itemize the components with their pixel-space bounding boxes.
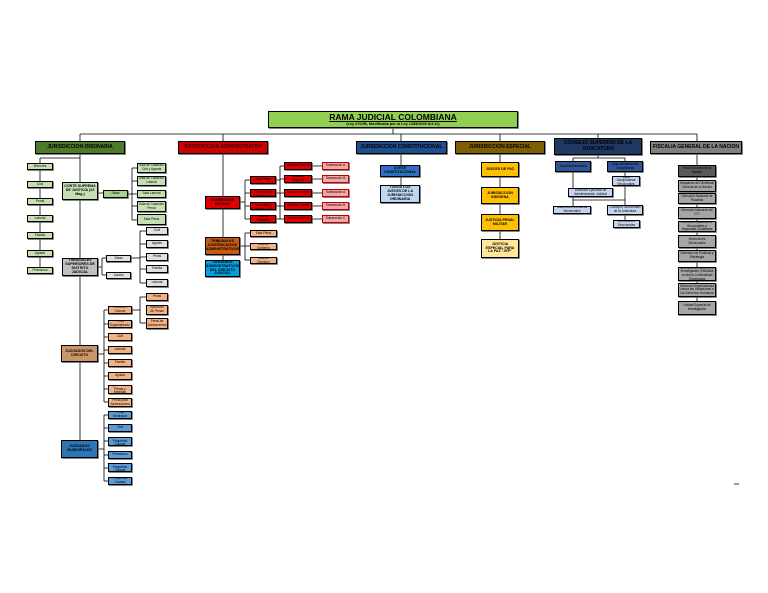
circuito-penal-box: Penal <box>146 293 168 301</box>
tribunales-sub-box: Jueces <box>106 272 131 279</box>
tribunal-sala-box: Sala Plena <box>250 230 277 237</box>
circuito-penal-box: Penal de Adolescentes <box>146 318 168 329</box>
fiscalia-box: Dirección Nacional de Fiscalías <box>678 193 716 204</box>
subseccion-box: Subsección B <box>322 175 349 183</box>
tribunales-contenciosos: TRIBUNALES CONTENCIOSOS ADMINISTRATIVOS <box>205 237 240 255</box>
circuito-box: Ejecución de Penas y Medidas <box>108 385 132 394</box>
circuito-penal-box: Ejecución de Penas <box>146 305 168 315</box>
tribunales-sala-box: Agrario <box>146 240 168 248</box>
tribunal-sala-box: Sala de Decisión <box>250 257 277 264</box>
subseccion-box: Subsección A <box>322 189 349 197</box>
municipal-box: Civil de Pequeñas Causas <box>108 463 132 472</box>
consejo-sala-box: Sala de Consulta y Servicio Civil <box>250 202 276 210</box>
consejo-superior-judicatura: CONSEJO SUPERIOR DE LA JUDICATURA <box>554 138 642 155</box>
corte-salas-label: Salas <box>103 190 128 198</box>
direccion-ejecutiva: Dirección Ejecutiva de Administración Ju… <box>568 188 613 197</box>
todos-los-jueces: TODOS LOS JUECES DE LA JURISDICCION ORDI… <box>380 185 420 203</box>
especialidad-box: Civil <box>27 181 53 188</box>
page-title: RAMA JUDICIAL COLOMBIANA <box>329 112 457 123</box>
jurisdiccion-especial: JURISDICCION ESPECIAL <box>455 141 545 154</box>
circuito-box: Agrario <box>108 372 132 380</box>
jurisdiccion-constitucional: JURISDICCION CONSTITUCIONAL <box>356 141 447 154</box>
seccion-box: Sección Tercera <box>284 189 312 197</box>
circuito-box: Civil <box>108 333 132 341</box>
municipal-box: Penal Municipal <box>108 411 132 419</box>
fiscalia-box: Dirección Nacional de Seccionales y Segu… <box>678 221 716 232</box>
corte-sala-box: Sala Laboral <box>137 190 166 198</box>
tribunales-sala-box: Civil <box>146 227 168 235</box>
sala-administrativa: Sala Administrativa <box>555 161 591 172</box>
municipal-box: Civil <box>108 424 132 432</box>
corte-constitucional: CORTE CONSTITUCIONAL <box>380 165 420 177</box>
salas-administrativas-seccionales: Salas Administrativas Seccionales <box>553 206 591 214</box>
title-box: RAMA JUDICIAL COLOMBIANA (Ley 270/96, Mo… <box>268 111 518 128</box>
subseccion-box: Subsección C <box>322 215 349 223</box>
juzgados-administrativos: JUZGADOS ADMINISTRATIVOS DEL CIRCUITO JU… <box>205 260 240 277</box>
seccion-box: Sección Cuarta <box>284 202 312 210</box>
justicia-penal-militar: JUSTICIA PENAL MILITAR <box>481 214 519 231</box>
fiscalia-box: Despacho del Vicefiscal General de la Na… <box>678 180 716 192</box>
especialidad-box: Agrario <box>27 250 53 257</box>
fiscalia-box: Dirección Especializada contra las Viola… <box>678 283 716 297</box>
circuito-box: Penal del Circuito <box>108 306 132 314</box>
municipal-box: Promiscuo <box>108 451 132 459</box>
tribunales-sala-box: Penal <box>146 253 168 261</box>
juzgados-circuito: JUZGADOS DEL CIRCUITO <box>61 345 98 362</box>
consejo-sala-box: Sala de Gobierno <box>250 215 276 223</box>
direcciones-seccionales: Direcciones Seccionales <box>613 220 640 228</box>
consejo-sala-box: Sala Plena <box>250 176 276 184</box>
tribunales-sala-box: Laboral <box>146 279 168 287</box>
jurisdiccion-ordinaria: JURISDICCION ORDINARIA <box>35 141 125 154</box>
jurisdiccion-indigena: JURISDICCION INDIGENA <box>481 187 519 204</box>
corte-sala-box: Sala de Casación Civil y Agraria <box>137 163 166 173</box>
corte-suprema: CORTE SUPREMA DE JUSTICIA (23 Mag.) <box>62 182 98 200</box>
municipal-box: Laboral de Pequeñas Causas <box>108 437 132 446</box>
juzgados-municipales: JUZGADOS MUNICIPALES <box>61 440 98 458</box>
sala-disciplinaria: Sala Jurisdiccional Disciplinaria <box>607 161 643 172</box>
especialidad-box: Penal <box>27 198 53 205</box>
jueces-de-paz: JUECES DE PAZ <box>481 162 519 177</box>
especialidad-box: Laboral <box>27 215 53 222</box>
jurisdiccion-administrativa: JURISDICCION ADMINISTRATIVA <box>178 141 268 154</box>
especialidad-box: Familia <box>27 232 53 239</box>
fiscalia-box: Dirección de Políticas y Estrategia <box>678 250 716 262</box>
corte-sala-box: Sala Plena <box>137 214 166 225</box>
consejos-seccionales: Consejos Seccionales de la Judicatura <box>607 205 643 215</box>
salas-disciplinarias-seccionales: Salas Disciplinarias Seccionales <box>612 176 640 186</box>
circuito-box: Laboral <box>108 346 132 354</box>
subseccion-box: Subsección B <box>322 202 349 210</box>
fiscalia-box: Dirección de Apoyo a la Investigación y … <box>678 267 716 281</box>
tribunal-sala-box: Sala de Gobierno <box>250 243 277 250</box>
fiscalia-general: FISCALIA GENERAL DE LA NACION <box>650 141 742 154</box>
justicia-especial-paz: JUSTICIA ESPECIAL PARA LA PAZ "JEP" <box>481 239 519 258</box>
circuito-box: Familia <box>108 359 132 367</box>
corte-sala-box: Sala de Casación Laboral <box>137 176 166 186</box>
tribunales-sala-box: Familia <box>146 265 168 273</box>
especialidad-box: Promiscuo <box>27 267 53 274</box>
tribunales-sub-box: Salas <box>106 255 131 262</box>
especialidad-box: Menores <box>27 163 53 170</box>
seccion-box: Sección Segunda <box>284 175 312 183</box>
subseccion-box: Subsección A <box>322 162 349 170</box>
consejo-de-estado: CONSEJO DE ESTADO <box>205 196 240 209</box>
corte-sala-box: Sala de Casación Penal <box>137 201 166 212</box>
municipal-box: Pequeñas Causas <box>108 477 132 485</box>
seccion-box: Sección Quinta <box>284 215 312 223</box>
circuito-box: Penal para Adolescentes <box>108 398 132 407</box>
fiscalia-box: Unidad Especial de Investigación <box>678 301 716 315</box>
circuito-box: Penal Especializado <box>108 320 132 328</box>
consejo-sala-box: Sala de lo Contencioso Administrativo <box>250 189 276 197</box>
fiscalia-box: Direcciones Seccionales <box>678 235 716 248</box>
fiscalia-box: Dirección Nacional del CTI <box>678 207 716 219</box>
tribunales-superiores: TRIBUNALES SUPERIORES DE DISTRITO JUDICI… <box>62 258 98 276</box>
seccion-box: Sección Primera <box>284 162 312 170</box>
fiscalia-box: Fiscal General de la Nación <box>678 165 716 177</box>
page-subtitle: (Ley 270/96, Modificada por la Ley 1285/… <box>346 121 440 126</box>
